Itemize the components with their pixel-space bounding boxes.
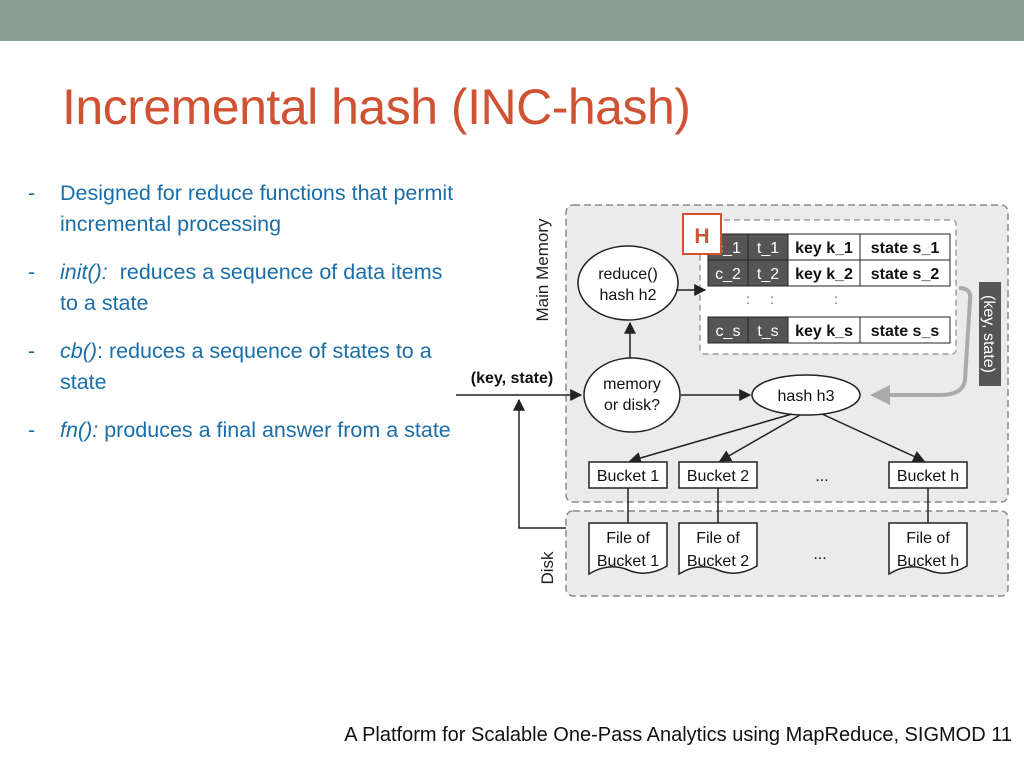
table-cell: c_2 — [715, 266, 741, 283]
reduce-node-line1: reduce() — [598, 266, 658, 283]
disk-label: Disk — [538, 551, 557, 585]
bucket-label: Bucket 1 — [597, 468, 659, 485]
file-of-bucket: File of Bucket h — [888, 522, 968, 576]
table-cell: state s_2 — [871, 266, 940, 283]
reduce-node-line2: hash h2 — [600, 287, 657, 304]
bullet-text: Designed for reduce functions that permi… — [60, 181, 454, 236]
bullet-dash: - — [28, 418, 36, 442]
bullet-text: : reduces a sequence of states to a stat… — [60, 339, 432, 394]
bucket-label: Bucket h — [897, 468, 959, 485]
file-ellipsis: ... — [813, 546, 826, 563]
bullet-dash: - — [28, 181, 36, 205]
decision-node-line2: or disk? — [604, 397, 660, 414]
table-cell: key k_1 — [795, 240, 853, 257]
file-label-line2: Bucket 1 — [597, 553, 659, 570]
table-cell: key k_s — [795, 323, 853, 340]
table-cell: t_s — [757, 323, 778, 340]
reduce-node — [577, 245, 679, 321]
file-label-line1: File of — [606, 530, 650, 547]
arrow-to-bucket-2 — [718, 414, 801, 462]
file-label-line1: File of — [906, 530, 950, 547]
bullet-item: -cb(): reduces a sequence of states to a… — [28, 336, 458, 398]
bullet-list: -Designed for reduce functions that perm… — [28, 178, 458, 463]
table-row: c_2 t_2 key k_2 state s_2 — [707, 259, 951, 287]
bullet-text: produces a final answer from a state — [98, 418, 451, 442]
memory-or-disk-node — [583, 357, 681, 433]
bucket: Bucket 2 — [678, 461, 758, 489]
table-row: c_s t_s key k_s state s_s — [707, 316, 951, 344]
bullet-dash: - — [28, 339, 36, 363]
table-cell: state s_s — [871, 323, 940, 340]
hash-table-h-label: H — [694, 225, 709, 248]
feedback-arrow — [870, 286, 973, 405]
file-of-bucket: File of Bucket 1 — [588, 522, 668, 576]
table-ellipsis: : — [834, 291, 838, 307]
file-label-line1: File of — [696, 530, 740, 547]
file-of-bucket: File of Bucket 2 — [678, 522, 758, 576]
main-memory-label: Main Memory — [533, 218, 552, 321]
bullet-term: cb() — [60, 339, 98, 363]
input-label: (key, state) — [471, 370, 553, 387]
citation-footer: A Platform for Scalable One-Pass Analyti… — [344, 724, 1012, 746]
bullet-item: -Designed for reduce functions that perm… — [28, 178, 458, 240]
bullet-text: reduces a sequence of data items to a st… — [60, 260, 449, 315]
table-cell: state s_1 — [871, 240, 940, 257]
hash-table-h-box — [682, 213, 722, 255]
disk-loop-arrow — [513, 398, 566, 529]
bucket: Bucket 1 — [588, 461, 668, 489]
hash-h3-label: hash h3 — [778, 388, 835, 405]
decision-node-line1: memory — [603, 376, 661, 393]
table-ellipsis: : — [746, 291, 750, 307]
slide-title: Incremental hash (INC-hash) — [62, 79, 691, 135]
side-label-box — [979, 282, 1001, 386]
hash-h3-node — [751, 374, 861, 416]
bullet-term: init(): — [60, 260, 108, 284]
arrow-to-bucket-1 — [628, 413, 793, 464]
bullet-item: -init(): reduces a sequence of data item… — [28, 257, 458, 319]
table-cell: t_1 — [757, 240, 779, 257]
arrow-to-bucket-h — [821, 413, 926, 462]
side-label: (key, state) — [980, 295, 997, 373]
file-label-line2: Bucket h — [897, 553, 959, 570]
table-cell: key k_2 — [795, 266, 853, 283]
top-bar — [0, 0, 1024, 41]
table-ellipsis: : — [770, 291, 774, 307]
file-label-line2: Bucket 2 — [687, 553, 749, 570]
table-row: c_1 t_1 key k_1 state s_1 — [707, 233, 951, 261]
bullet-term: fn(): — [60, 418, 99, 442]
bullet-item: -fn(): produces a final answer from a st… — [28, 415, 458, 446]
table-cell: t_2 — [757, 266, 779, 283]
bucket-ellipsis: ... — [815, 468, 828, 485]
bucket-label: Bucket 2 — [687, 468, 749, 485]
bullet-dash: - — [28, 260, 36, 284]
bucket: Bucket h — [888, 461, 968, 489]
table-cell: c_s — [716, 323, 741, 340]
